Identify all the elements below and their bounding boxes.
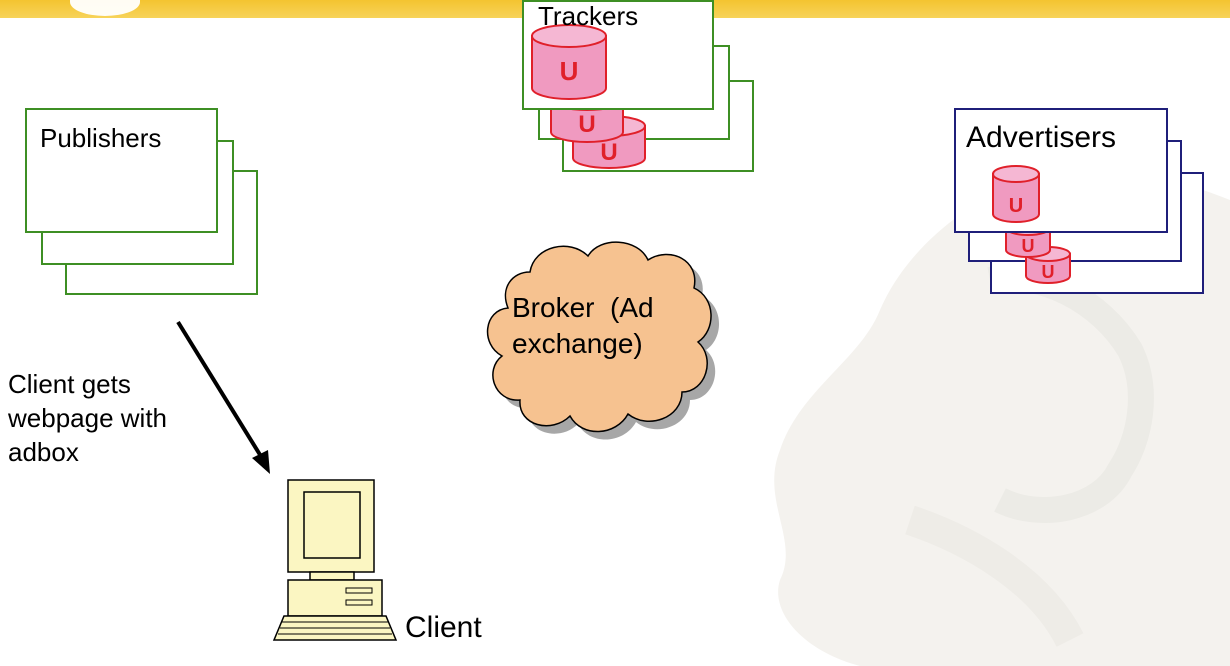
broker-label-line2: exchange): [512, 328, 643, 359]
database-label: U: [560, 56, 579, 86]
advertisers-label: Advertisers: [966, 121, 1117, 154]
client-label: Client: [405, 611, 482, 644]
database-label: U: [578, 111, 595, 138]
header-logo-mark: [70, 0, 140, 16]
publishers-label: Publishers: [40, 123, 162, 153]
database-label: U: [1022, 236, 1035, 256]
annotation-line3: adbox: [8, 437, 79, 467]
database-icon: U: [531, 24, 607, 100]
advertiser-database-icon-front: U: [992, 165, 1040, 223]
database-label: U: [1042, 262, 1055, 282]
trackers-label: Trackers: [538, 1, 639, 31]
tracker-database-icon-front: U: [531, 24, 607, 100]
computer-icon: [272, 479, 398, 641]
arrow-icon: [176, 320, 270, 474]
broker-cloud-shape: [486, 241, 720, 440]
database-label: U: [600, 139, 617, 166]
database-label: U: [1009, 195, 1023, 217]
publisher-card-front: [25, 108, 218, 233]
annotation-line2: webpage with: [8, 403, 167, 433]
annotation-line1: Client gets: [8, 369, 131, 399]
advertiser-card-front: [954, 108, 1168, 233]
database-icon: U: [992, 165, 1040, 223]
broker-label-line1: Broker (Ad: [512, 292, 654, 323]
